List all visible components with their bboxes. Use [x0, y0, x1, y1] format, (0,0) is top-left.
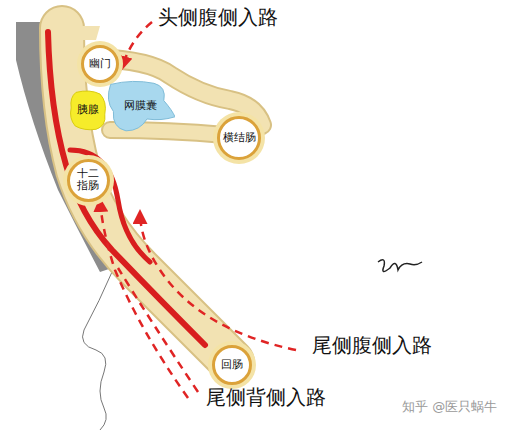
- organ-label: 横结肠: [223, 132, 256, 144]
- organ-region: 网膜囊: [105, 79, 175, 133]
- organ-region: 胰腺: [68, 89, 108, 131]
- organ-circle: 回肠: [212, 345, 252, 385]
- watermark: 知乎 @医只蜗牛: [402, 398, 497, 416]
- organ-label: 幽门: [89, 58, 111, 70]
- approach-label: 尾侧背侧入路: [206, 384, 326, 411]
- peritoneum: [62, 28, 262, 362]
- approach-label: 尾侧腹侧入路: [312, 332, 432, 359]
- organ-circle: 横结肠: [217, 116, 261, 160]
- organ-circle: 幽门: [81, 45, 119, 83]
- organ-circle: 十二指肠: [67, 159, 110, 202]
- approach-label: 头侧腹侧入路: [158, 4, 278, 31]
- body-contour: [83, 272, 113, 430]
- peritoneum-outline: [62, 28, 262, 362]
- organ-label: 网膜囊: [124, 100, 157, 112]
- approach-arrow: [100, 22, 296, 398]
- organ-label: 十二指肠: [76, 168, 100, 192]
- signature: [378, 260, 422, 272]
- organ-label: 胰腺: [77, 104, 99, 116]
- organ-label: 回肠: [221, 359, 243, 371]
